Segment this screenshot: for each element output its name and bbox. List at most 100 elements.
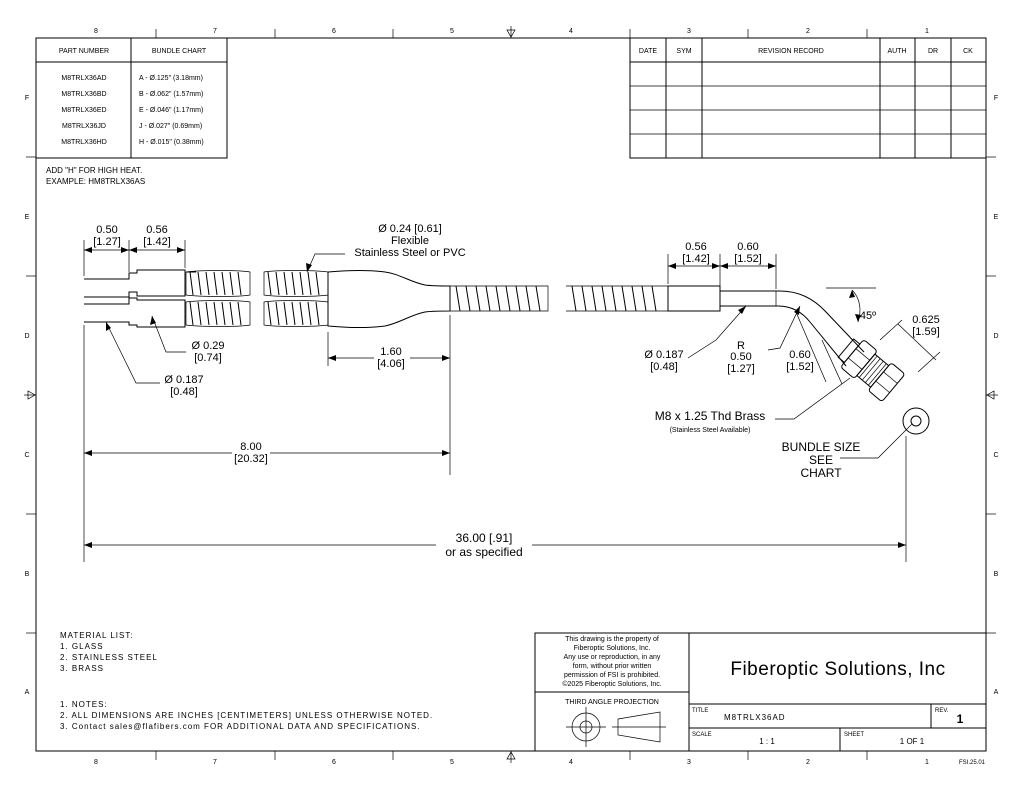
zone-col-label: 8	[94, 759, 98, 766]
dim-3600-value: 36.00 [.91]	[456, 531, 513, 545]
material-item: 2. STAINLESS STEEL	[60, 653, 158, 662]
end-view	[902, 407, 930, 435]
thread-sublabel: (Stainless Steel Available)	[670, 427, 751, 434]
property-notice: form, without prior written	[573, 663, 652, 670]
dim-060-metric: [1.52]	[734, 253, 762, 265]
zone-row-label: E	[25, 214, 30, 221]
zone-col-label: 8	[94, 28, 98, 35]
notes: 1. NOTES: 2. ALL DIMENSIONS ARE INCHES […	[60, 700, 433, 731]
armor-jacket-middle-left	[263, 270, 329, 327]
revision-header-dr: DR	[928, 48, 938, 55]
zone-column-labels-top: 8 7 6 5 4 3 2 1	[94, 28, 929, 35]
revision-header-date: DATE	[639, 48, 657, 55]
dim-029-metric: [0.74]	[194, 352, 222, 364]
zone-column-labels-bottom: 8 7 6 5 4 3 2 1	[94, 759, 929, 766]
dim-160-metric: [4.06]	[377, 358, 405, 370]
dim-050-value: 0.50	[96, 224, 117, 236]
zone-row-label: B	[25, 571, 30, 578]
dimension-lines	[83, 240, 941, 562]
projection-label: THIRD ANGLE PROJECTION	[565, 699, 659, 706]
high-heat-example: EXAMPLE: HM8TRLX36AS	[46, 177, 145, 186]
part-number-cell: M8TRLX36ED	[61, 107, 106, 114]
revision-header-record: REVISION RECORD	[758, 48, 824, 55]
third-angle-projection-icon	[566, 707, 666, 747]
property-notice: permission of FSI is prohibited.	[564, 672, 660, 679]
zone-row-label: F	[25, 95, 29, 102]
bend-angle: 45º	[860, 310, 876, 322]
part-number-header: PART NUMBER	[59, 48, 109, 55]
zone-col-label: 5	[450, 759, 454, 766]
zone-col-label: 1	[925, 759, 929, 766]
property-notice: Fiberoptic Solutions, Inc.	[574, 645, 651, 652]
material-item: 1. GLASS	[60, 642, 104, 651]
dim-0625-value: 0.625	[912, 314, 940, 326]
zone-col-label: 7	[213, 759, 217, 766]
dim-060-lower-value: 0.60	[789, 349, 810, 361]
scale-field-label: SCALE	[692, 732, 712, 738]
breakout-boot	[327, 270, 451, 328]
radius-value: 0.50	[730, 351, 751, 363]
bundle-size-see: SEE	[809, 453, 833, 467]
zone-row-labels-right: F E D C B A	[993, 95, 998, 696]
dim-0187-left-value: Ø 0.187	[164, 374, 203, 386]
jacket-diameter-label: Ø 0.24 [0.61]	[378, 223, 442, 235]
dim-3600-note: or as specified	[445, 545, 522, 559]
dim-800-metric: [20.32]	[234, 453, 268, 465]
armor-jacket-right	[566, 285, 669, 312]
zone-row-label: C	[993, 452, 998, 459]
zone-col-label: 4	[569, 759, 573, 766]
part-number-cell: M8TRLX36AD	[61, 75, 106, 82]
left-ferrule-assembly	[84, 269, 186, 328]
dim-029-value: Ø 0.29	[191, 340, 224, 352]
note-line: 3. Contact sales@flafibers.com FOR ADDIT…	[60, 722, 421, 731]
bundle-chart-cell: J - Ø.027" (0.69mm)	[139, 123, 202, 130]
jacket-flexible-label: Flexible	[391, 235, 429, 247]
revision-header-auth: AUTH	[887, 48, 906, 55]
dim-050-metric: [1.27]	[93, 236, 121, 248]
zone-row-label: F	[994, 95, 998, 102]
bundle-size-chart: CHART	[800, 466, 842, 480]
material-list-heading: MATERIAL LIST:	[60, 631, 134, 640]
sheet-value: 1 OF 1	[900, 737, 925, 746]
zone-row-label: D	[24, 333, 29, 340]
revision-table: DATE SYM REVISION RECORD AUTH DR CK	[629, 37, 987, 159]
armor-jacket-single	[450, 285, 549, 312]
jacket-material-label: Stainless Steel or PVC	[354, 247, 465, 259]
drawing-title: M8TRLX36AD	[724, 713, 786, 722]
rev-value: 1	[957, 712, 964, 726]
zone-col-label: 2	[806, 759, 810, 766]
part-number-table: PART NUMBER BUNDLE CHART M8TRLX36AD M8TR…	[35, 37, 228, 159]
rev-field-label: REV.	[935, 708, 949, 714]
dim-056-right-value: 0.56	[685, 241, 706, 253]
zone-col-label: 5	[450, 28, 454, 35]
dim-060-value: 0.60	[737, 241, 758, 253]
zone-col-label: 1	[925, 28, 929, 35]
part-number-cell: M8TRLX36HD	[61, 139, 107, 146]
sheet-field-label: SHEET	[844, 732, 864, 738]
bundle-chart-cell: A - Ø.125" (3.18mm)	[139, 75, 203, 82]
material-list: MATERIAL LIST: 1. GLASS 2. STAINLESS STE…	[60, 631, 158, 673]
right-ferrule-assembly	[667, 285, 865, 367]
zone-ticks	[24, 26, 998, 763]
zone-col-label: 6	[332, 759, 336, 766]
property-notice: Any use or reproduction, in any	[564, 654, 661, 661]
bundle-chart-cell: E - Ø.046" (1.17mm)	[139, 107, 203, 114]
zone-col-label: 3	[687, 759, 691, 766]
note-line: 2. ALL DIMENSIONS ARE INCHES [CENTIMETER…	[60, 711, 433, 720]
property-notice: This drawing is the property of	[565, 636, 659, 643]
dim-056-right-metric: [1.42]	[682, 253, 710, 265]
revision-header-sym: SYM	[676, 48, 691, 55]
zone-col-label: 4	[569, 28, 573, 35]
radius-label: R	[737, 340, 745, 352]
zone-row-labels-left: F E D C B A	[24, 95, 29, 696]
revision-header-ck: CK	[963, 48, 973, 55]
zone-col-label: 2	[806, 28, 810, 35]
hex-nut-assembly	[837, 338, 905, 402]
dimension-arrows	[84, 247, 906, 548]
high-heat-note: ADD "H" FOR HIGH HEAT.	[46, 166, 142, 175]
dim-0625-metric: [1.59]	[912, 326, 940, 338]
material-item: 3. BRASS	[60, 664, 104, 673]
zone-row-label: A	[994, 689, 999, 696]
copyright-notice: ©2025 Fiberoptic Solutions, Inc.	[562, 680, 661, 688]
bundle-size-label: BUNDLE SIZE	[782, 440, 861, 454]
